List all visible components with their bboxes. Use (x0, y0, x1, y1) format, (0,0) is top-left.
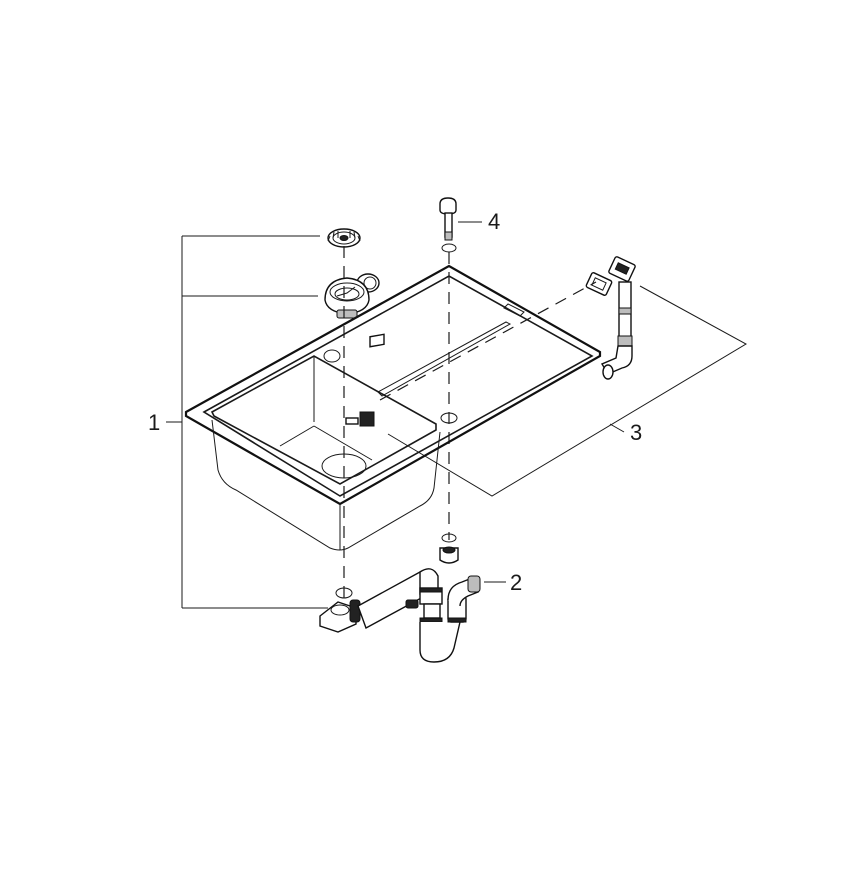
sink-basin-icon (184, 264, 602, 551)
siphon-trap-icon (405, 568, 481, 663)
siphon-nut-icon (439, 533, 459, 564)
callout-1-label: 1 (148, 410, 161, 435)
callout-3-bracket (387, 285, 748, 497)
tap-hole-plug-icon (439, 197, 457, 253)
drain-body-icon (324, 273, 380, 319)
callout-4-label: 4 (488, 209, 501, 234)
callout-1-bracket (166, 235, 328, 609)
drain-washer-icon (335, 587, 353, 599)
callout-3-label: 3 (630, 420, 643, 445)
overflow-set-icon (585, 256, 636, 380)
overflow-axis-line (379, 281, 597, 401)
strainer-basket-icon (327, 228, 361, 248)
callout-2-label: 2 (510, 570, 523, 595)
outlet-elbow-icon (319, 568, 437, 633)
